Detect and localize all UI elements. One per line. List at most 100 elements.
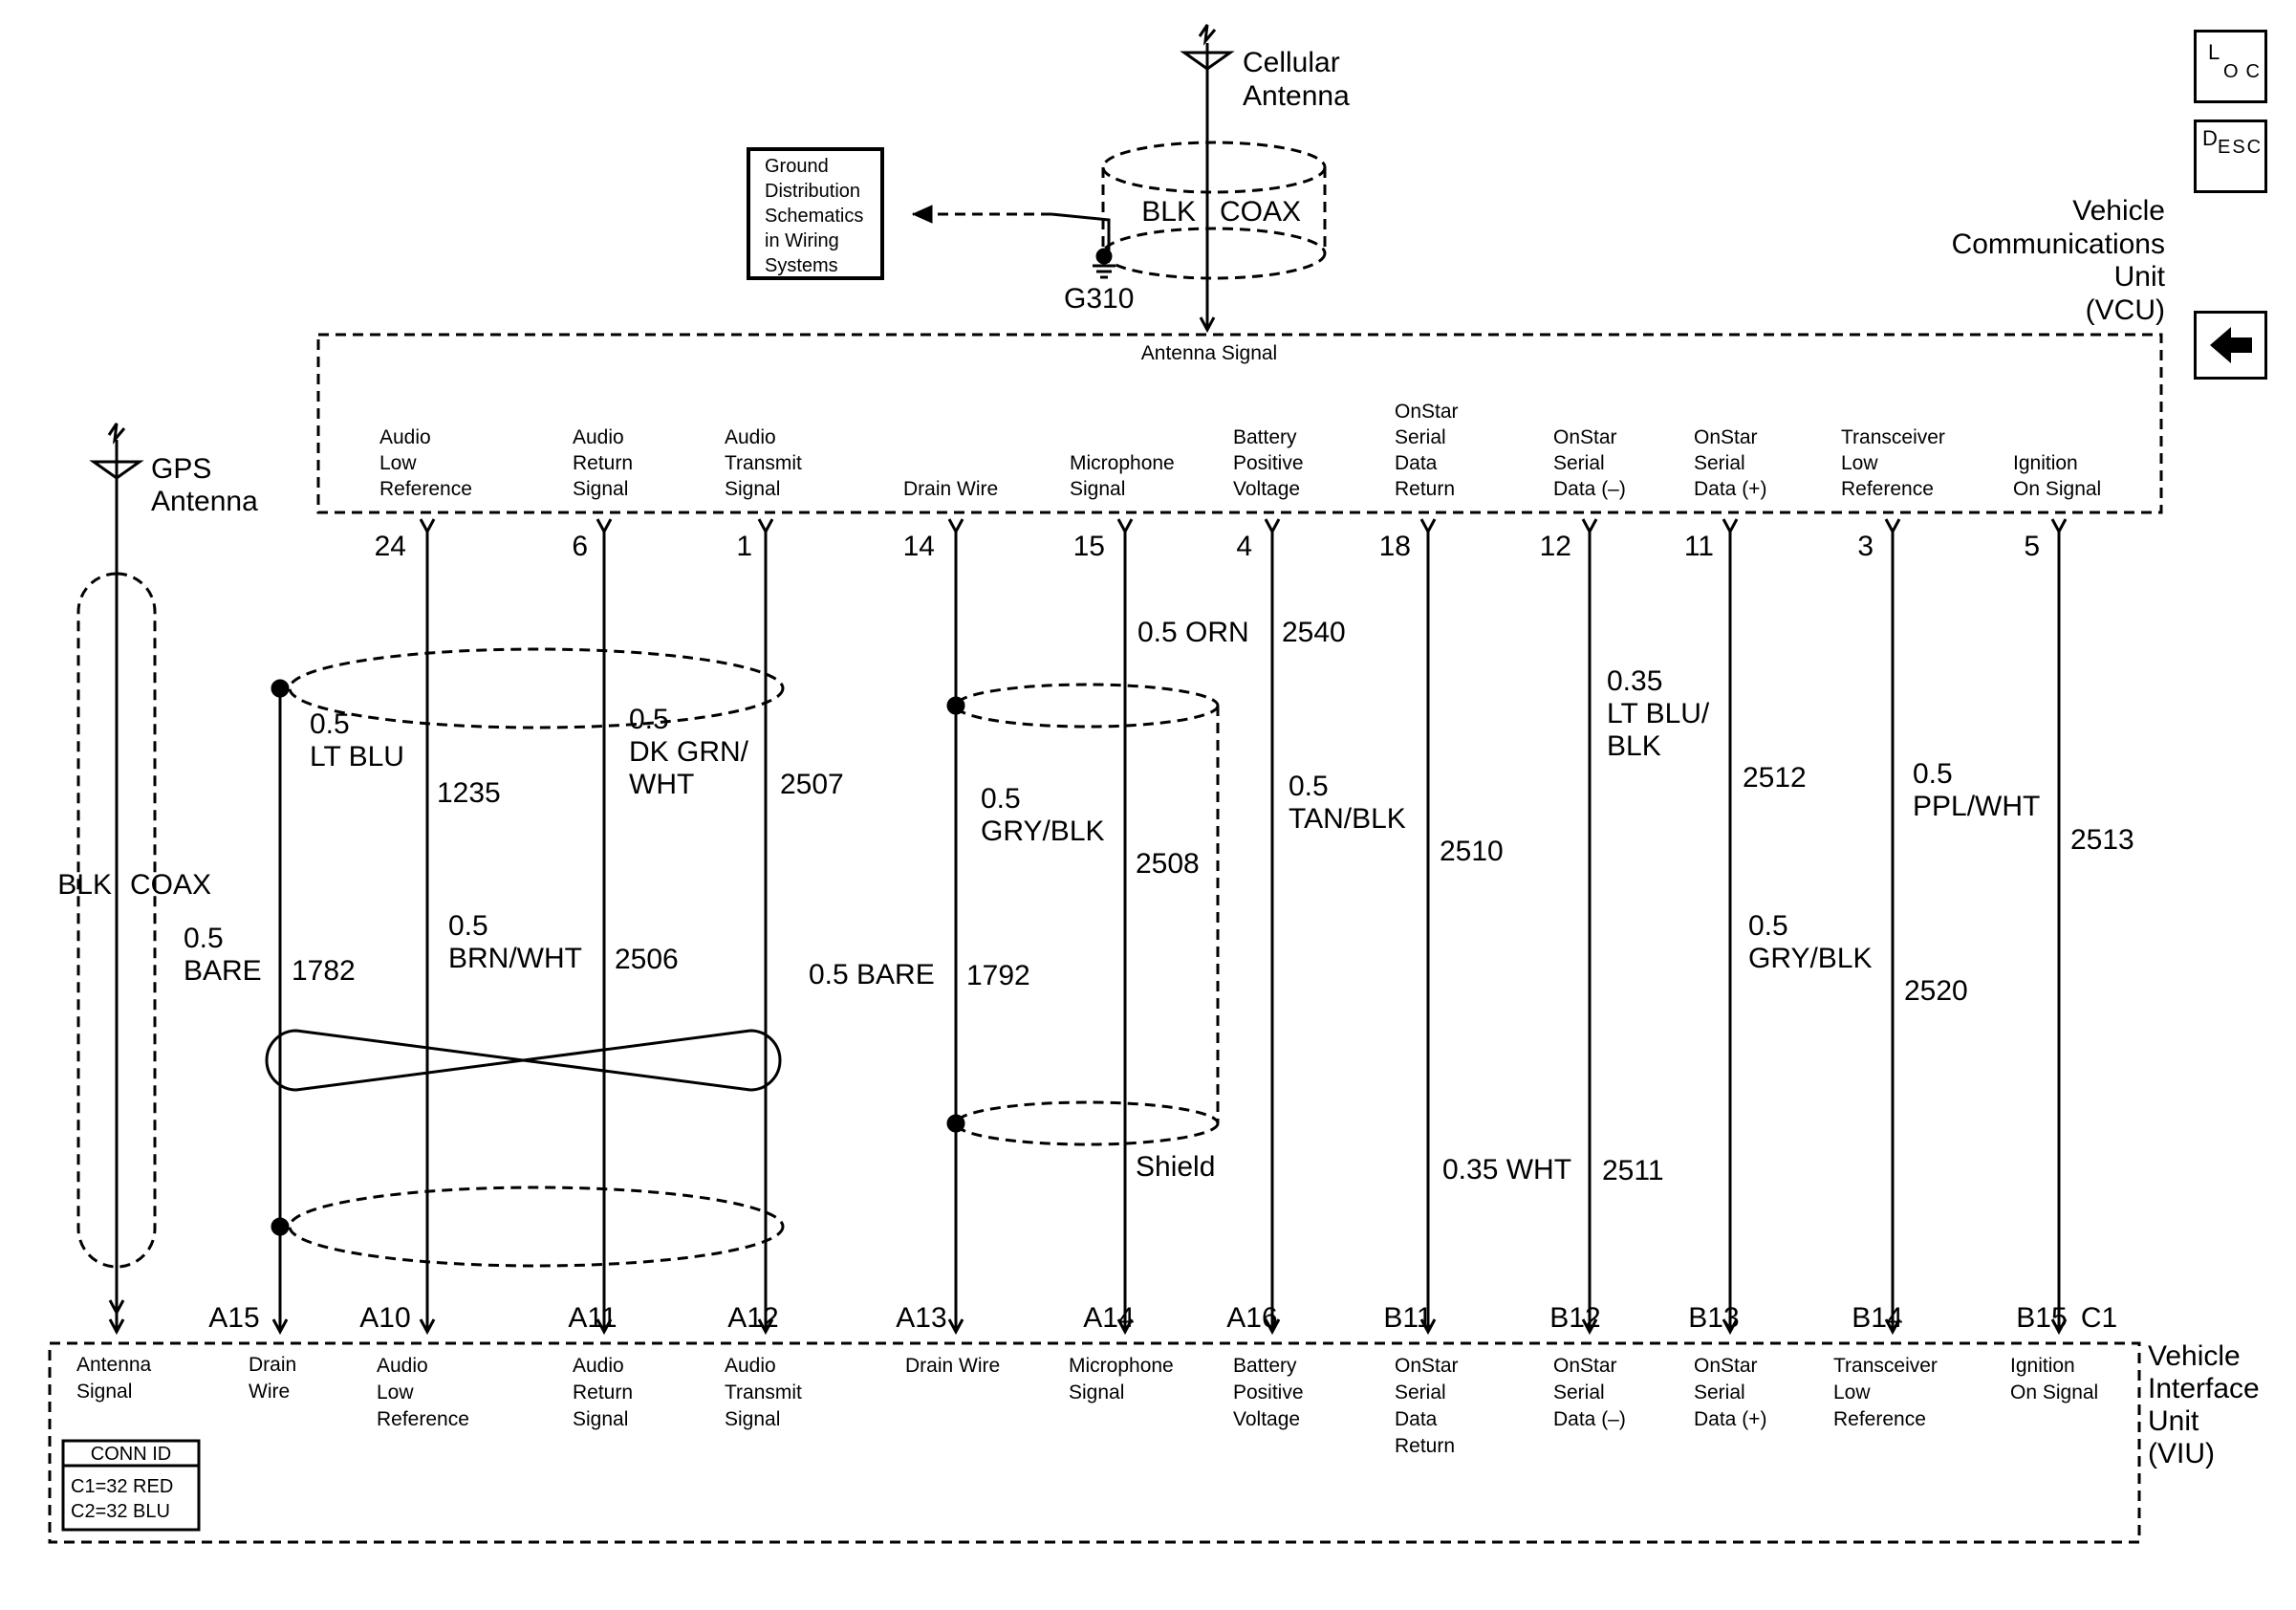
connector-terminal: [947, 1318, 964, 1336]
gps-antenna-label: Antenna: [151, 486, 258, 517]
viu-pin-label: Data: [1395, 1408, 1438, 1430]
conn-id-title: CONN ID: [91, 1444, 171, 1465]
wire-color-label: TAN/BLK: [1289, 803, 1406, 835]
vcu-pin-label: Low: [1841, 452, 1878, 474]
ground-reference-label: in Wiring: [765, 230, 839, 251]
viu-pin-label: OnStar: [1694, 1355, 1758, 1377]
gps-cable-label: BLK: [57, 869, 112, 901]
viu-name: Interface: [2148, 1373, 2260, 1404]
location-button[interactable]: L OC: [2194, 30, 2267, 103]
cellular-shield-top: [1101, 141, 1327, 194]
viu-pin-number: B14: [1852, 1302, 1902, 1334]
vcu-pin-label: Audio: [725, 426, 776, 448]
wire-color-label: WHT: [629, 769, 694, 800]
viu-antenna-signal-label: Antenna: [76, 1354, 152, 1376]
connector-terminal: [1581, 1318, 1598, 1336]
wire-color-label: 0.5: [310, 708, 350, 740]
viu-pin-label: Transmit: [725, 1382, 802, 1403]
vcu-pin-number: 24: [375, 531, 406, 562]
description-button[interactable]: D ESC: [2194, 120, 2267, 193]
splice-dot: [271, 679, 290, 698]
wire-color-label: 0.5 BARE: [809, 959, 935, 990]
ground-dot: [1095, 248, 1113, 265]
connector-terminal: [1722, 1318, 1739, 1336]
viu-pin-number: B11: [1383, 1302, 1432, 1334]
twisted-pair-symbol: [265, 1029, 782, 1092]
vcu-pin-label: Voltage: [1233, 478, 1300, 500]
viu-box: [48, 1341, 2141, 1544]
viu-pin-number: B13: [1688, 1302, 1739, 1334]
vcu-pin-number: 15: [1073, 531, 1105, 562]
connector-terminal: [596, 518, 613, 535]
connector-terminal: [1264, 1318, 1281, 1336]
circuit-number: 1235: [437, 777, 501, 809]
viu-pin-label: Data (+): [1694, 1408, 1766, 1430]
wire-color-label: 0.5: [1748, 910, 1788, 942]
vcu-pin-number: 4: [1236, 531, 1252, 562]
back-button[interactable]: [2194, 311, 2267, 380]
wire-color-label: 0.5: [981, 783, 1021, 815]
viu-pin-number: A14: [1083, 1302, 1134, 1334]
viu-pin-number: C1: [2081, 1302, 2117, 1334]
vcu-pin-label: Reference: [1841, 478, 1934, 500]
viu-pin-label: Voltage: [1233, 1408, 1300, 1430]
wire-color-label: 0.35: [1607, 665, 1662, 697]
cellular-antenna-label: Cellular: [1243, 47, 1340, 78]
circuit-number: 2540: [1282, 617, 1346, 648]
wire-color-label: DK GRN/: [629, 736, 749, 768]
viu-antenna-signal-label: Signal: [76, 1381, 132, 1403]
cellular-shield-bottom: [1101, 227, 1327, 280]
circuit-number: 2507: [780, 769, 844, 800]
vcu-pin-label: Reference: [379, 478, 472, 500]
ground-reference-label: Distribution: [765, 181, 860, 202]
wire-color-label: LT BLU/: [1607, 698, 1710, 729]
vcu-pin-label: Battery: [1233, 426, 1297, 448]
viu-pin-number: A15: [208, 1302, 259, 1334]
viu-pin-label: Serial: [1694, 1382, 1745, 1403]
viu-pin-number: B12: [1549, 1302, 1600, 1334]
connector-terminal: [1884, 518, 1901, 535]
viu-pin-label: Ignition: [2010, 1355, 2075, 1377]
wire-color-label: BLK: [1607, 730, 1661, 762]
vcu-pin-label: Signal: [1070, 478, 1125, 500]
vcu-pin-label: OnStar: [1694, 426, 1758, 448]
viu-pin-label: Positive: [1233, 1382, 1304, 1403]
vcu-pin-label: Signal: [725, 478, 780, 500]
viu-pin-number: A16: [1226, 1302, 1277, 1334]
wire-color-label: BRN/WHT: [448, 943, 582, 974]
vcu-pin-number: 12: [1540, 531, 1571, 562]
viu-pin-label: Microphone: [1069, 1355, 1174, 1377]
connector-terminal: [1116, 1318, 1134, 1336]
vcu-pin-label: OnStar: [1553, 426, 1617, 448]
vcu-pin-number: 18: [1379, 531, 1411, 562]
mic-shield-bottom: [954, 1100, 1220, 1146]
connector-terminal: [1419, 518, 1437, 535]
circuit-number: 2510: [1440, 836, 1504, 867]
ground-lead: [1051, 212, 1111, 256]
viu-pin-label: Low: [1833, 1382, 1871, 1403]
desc-button-letters-esc: ESC: [2218, 137, 2264, 158]
circuit-number: 2513: [2070, 824, 2134, 856]
wire-color-label: 0.5 ORN: [1137, 617, 1249, 648]
vcu-pin-label: Serial: [1694, 452, 1745, 474]
connector-terminal: [2050, 1318, 2068, 1336]
loc-button-letter-l: L: [2208, 40, 2220, 64]
vcu-pin-label: Data: [1395, 452, 1438, 474]
conn-id-row: C2=32 BLU: [71, 1501, 170, 1522]
shield-bottom: [288, 1186, 785, 1268]
vcu-pin-number: 11: [1684, 531, 1714, 562]
viu-pin-label: Serial: [1395, 1382, 1446, 1403]
connector-terminal: [757, 1318, 774, 1336]
gps-coax-shield: [76, 572, 157, 1269]
wire-color-label: LT BLU: [310, 741, 404, 772]
connector-terminal: [947, 518, 964, 535]
viu-pin-label: OnStar: [1395, 1355, 1459, 1377]
connector-terminal: [1419, 1318, 1437, 1336]
vcu-pin-number: 5: [2024, 531, 2040, 562]
cellular-antenna-icon: [1198, 24, 1217, 46]
connector-terminal: [2050, 518, 2068, 535]
connector-terminal: [1199, 316, 1216, 334]
viu-name: (VIU): [2148, 1438, 2215, 1469]
cellular-cable-label: BLK: [1141, 196, 1196, 228]
vcu-pin-label: Drain Wire: [903, 478, 998, 500]
